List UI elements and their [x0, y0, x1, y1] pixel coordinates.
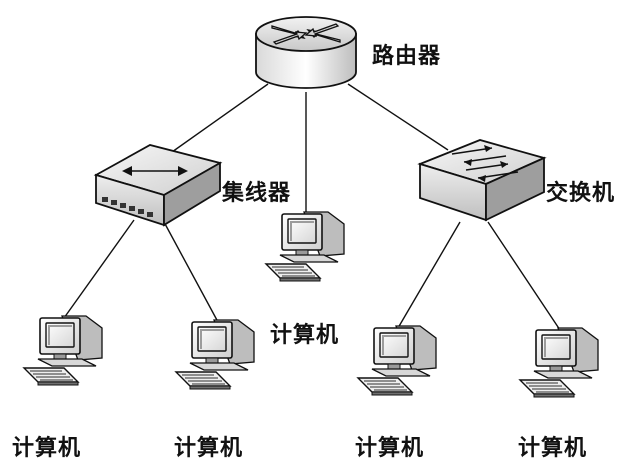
hub-label: 集线器 — [222, 181, 292, 206]
link-hub-computer-2 — [163, 221, 219, 323]
router-label: 路由器 — [372, 44, 442, 69]
computer-icon — [519, 327, 599, 398]
computer-label: 计算机 — [355, 436, 425, 461]
link-router-switch — [347, 83, 449, 151]
computer-icon — [23, 315, 103, 386]
computer-icon — [175, 319, 255, 390]
link-switch-computer-4 — [397, 221, 461, 329]
computer-label: 计算机 — [270, 323, 340, 348]
link-hub-computer-1 — [63, 219, 135, 319]
link-switch-computer-5 — [487, 221, 561, 331]
switch-label: 交换机 — [546, 181, 616, 206]
computer-label: 计算机 — [518, 436, 588, 461]
connection-lines — [63, 83, 561, 331]
switch-icon — [417, 139, 547, 222]
link-router-hub — [171, 83, 269, 153]
hub-icon — [93, 144, 223, 227]
computer-label: 计算机 — [174, 436, 244, 461]
router-icon — [255, 16, 357, 89]
computer-icon — [357, 325, 437, 396]
computer-label: 计算机 — [12, 436, 82, 461]
computer-icon — [265, 211, 345, 282]
